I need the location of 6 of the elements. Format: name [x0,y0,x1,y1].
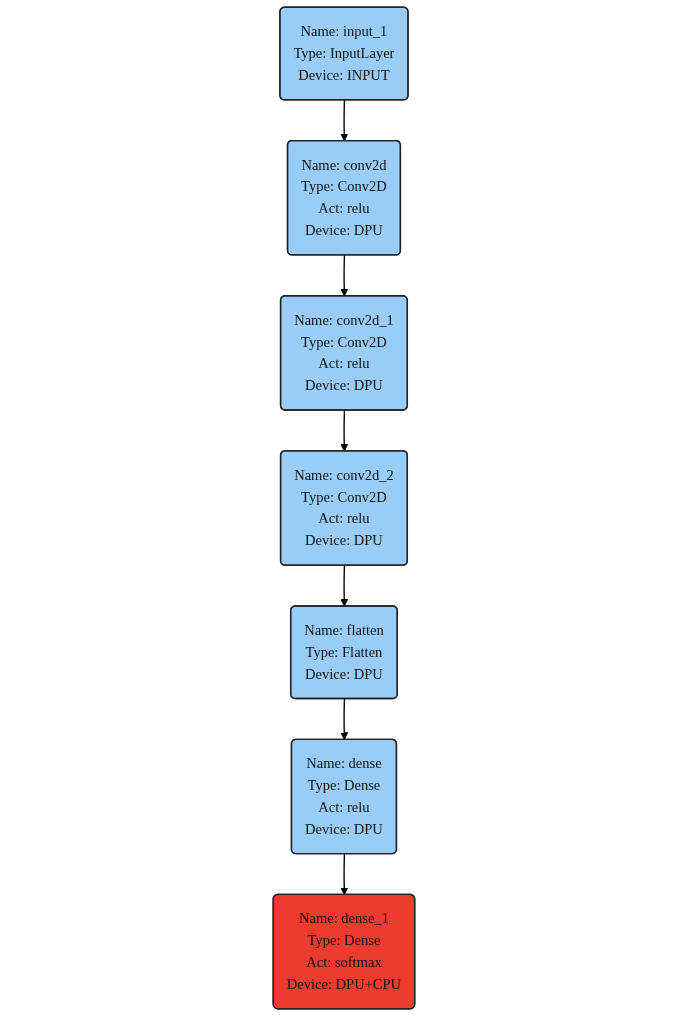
arrow [339,99,348,142]
arrow [339,564,348,607]
arrow [339,853,348,896]
arrow [339,409,348,452]
arrow [339,698,348,741]
arrow [339,254,348,297]
